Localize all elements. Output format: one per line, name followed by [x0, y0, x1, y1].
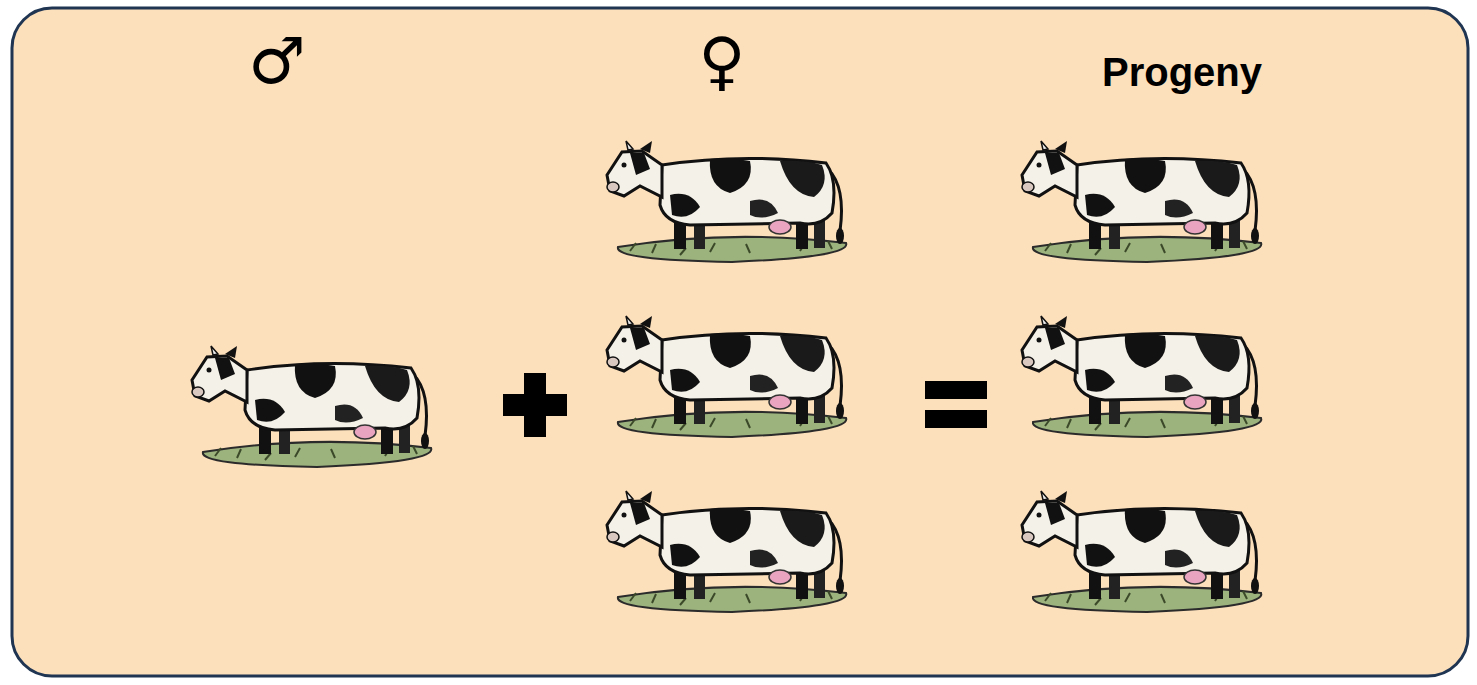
- male-symbol: ♂: [248, 26, 305, 96]
- progeny-cow: [1022, 491, 1261, 612]
- equals-sign: [925, 381, 987, 428]
- female-cow: [607, 491, 846, 612]
- background-panel: [12, 8, 1468, 676]
- female-symbol: ♀: [699, 26, 746, 96]
- progeny-cow: [1022, 141, 1261, 262]
- column-heading: Progeny: [1102, 50, 1262, 94]
- female-cow: [607, 316, 846, 437]
- female-cow: [607, 141, 846, 262]
- plus-sign: [503, 373, 567, 437]
- male-cow: [192, 346, 431, 467]
- progeny-cow: [1022, 316, 1261, 437]
